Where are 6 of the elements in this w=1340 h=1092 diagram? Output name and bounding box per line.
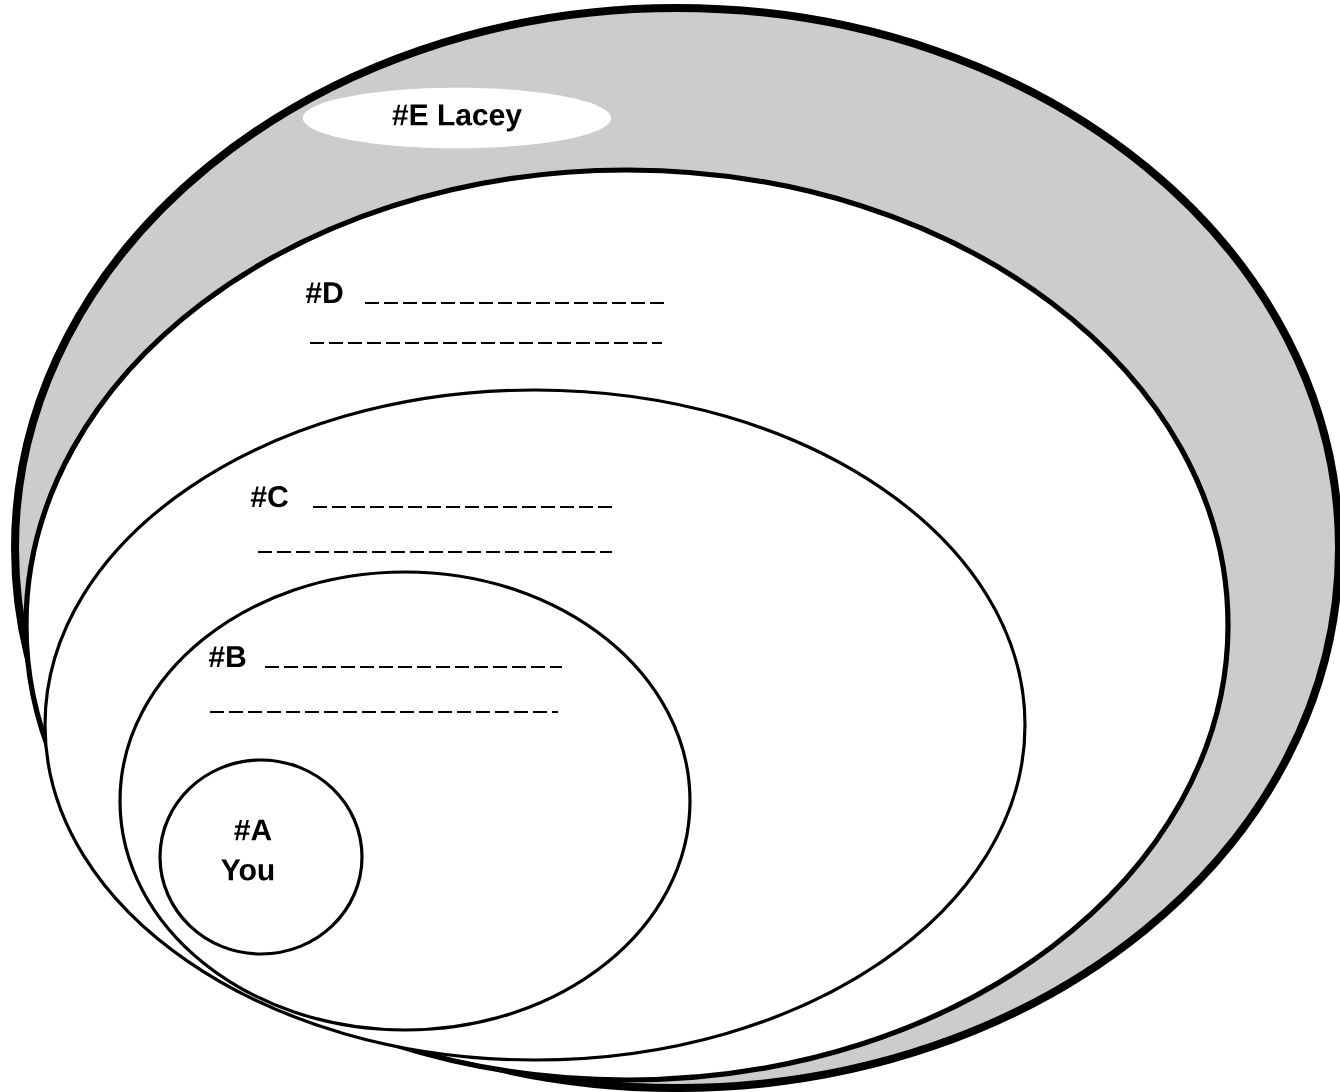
ring-label: #C: [250, 486, 288, 508]
ring-label: #D: [305, 282, 343, 303]
ring-label: #A: [234, 819, 272, 841]
label-oval: #E Lacey: [302, 87, 612, 149]
ring-label: #B: [208, 646, 246, 667]
ring-label: You: [221, 859, 274, 881]
